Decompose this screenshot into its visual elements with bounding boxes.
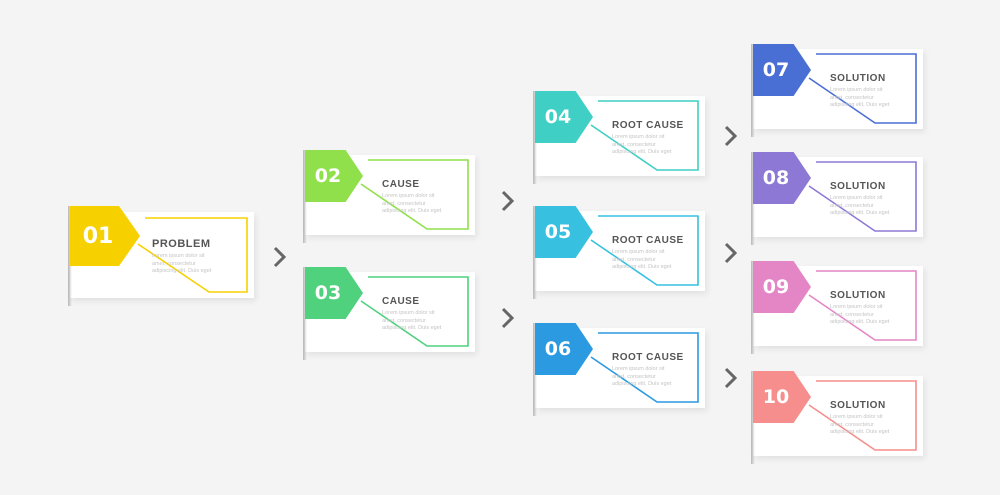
node-title: SOLUTION (830, 290, 886, 301)
node-description: Lorem ipsum dolor sit amet, consectetur … (382, 193, 442, 214)
node-description: Lorem ipsum dolor sit amet, consectetur … (830, 87, 890, 108)
node-description: Lorem ipsum dolor sit amet, consectetur … (612, 249, 672, 270)
node-title: PROBLEM (152, 238, 211, 250)
node-description: Lorem ipsum dolor sit amet, consectetur … (612, 134, 672, 155)
chevron-right-icon (501, 190, 515, 212)
node-description: Lorem ipsum dolor sit amet, consectetur … (830, 304, 890, 325)
node-title: SOLUTION (830, 181, 886, 192)
node-outline (360, 276, 469, 347)
node-title: ROOT CAUSE (612, 120, 684, 131)
node-outline (590, 100, 699, 171)
node-description: Lorem ipsum dolor sit amet, consectetur … (830, 414, 890, 435)
node-title: ROOT CAUSE (612, 352, 684, 363)
node-outline (808, 161, 917, 232)
node-outline (360, 159, 469, 230)
node-title: ROOT CAUSE (612, 235, 684, 246)
chevron-right-icon (724, 125, 738, 147)
node-description: Lorem ipsum dolor sit amet, consectetur … (612, 366, 672, 387)
chevron-right-icon (501, 307, 515, 329)
chevron-right-icon (724, 367, 738, 389)
node-title: SOLUTION (830, 400, 886, 411)
node-title: CAUSE (382, 179, 420, 190)
node-description: Lorem ipsum dolor sit amet, consectetur … (830, 195, 890, 216)
node-outline (137, 217, 248, 293)
node-outline (808, 270, 917, 341)
chevron-right-icon (724, 242, 738, 264)
node-description: Lorem ipsum dolor sit amet, consectetur … (382, 310, 442, 331)
node-outline (808, 380, 917, 451)
node-outline (590, 332, 699, 403)
node-outline (590, 215, 699, 286)
node-title: CAUSE (382, 296, 420, 307)
node-title: SOLUTION (830, 73, 886, 84)
chevron-right-icon (273, 246, 287, 268)
node-outline (808, 53, 917, 124)
node-description: Lorem ipsum dolor sit amet, consectetur … (152, 253, 212, 274)
